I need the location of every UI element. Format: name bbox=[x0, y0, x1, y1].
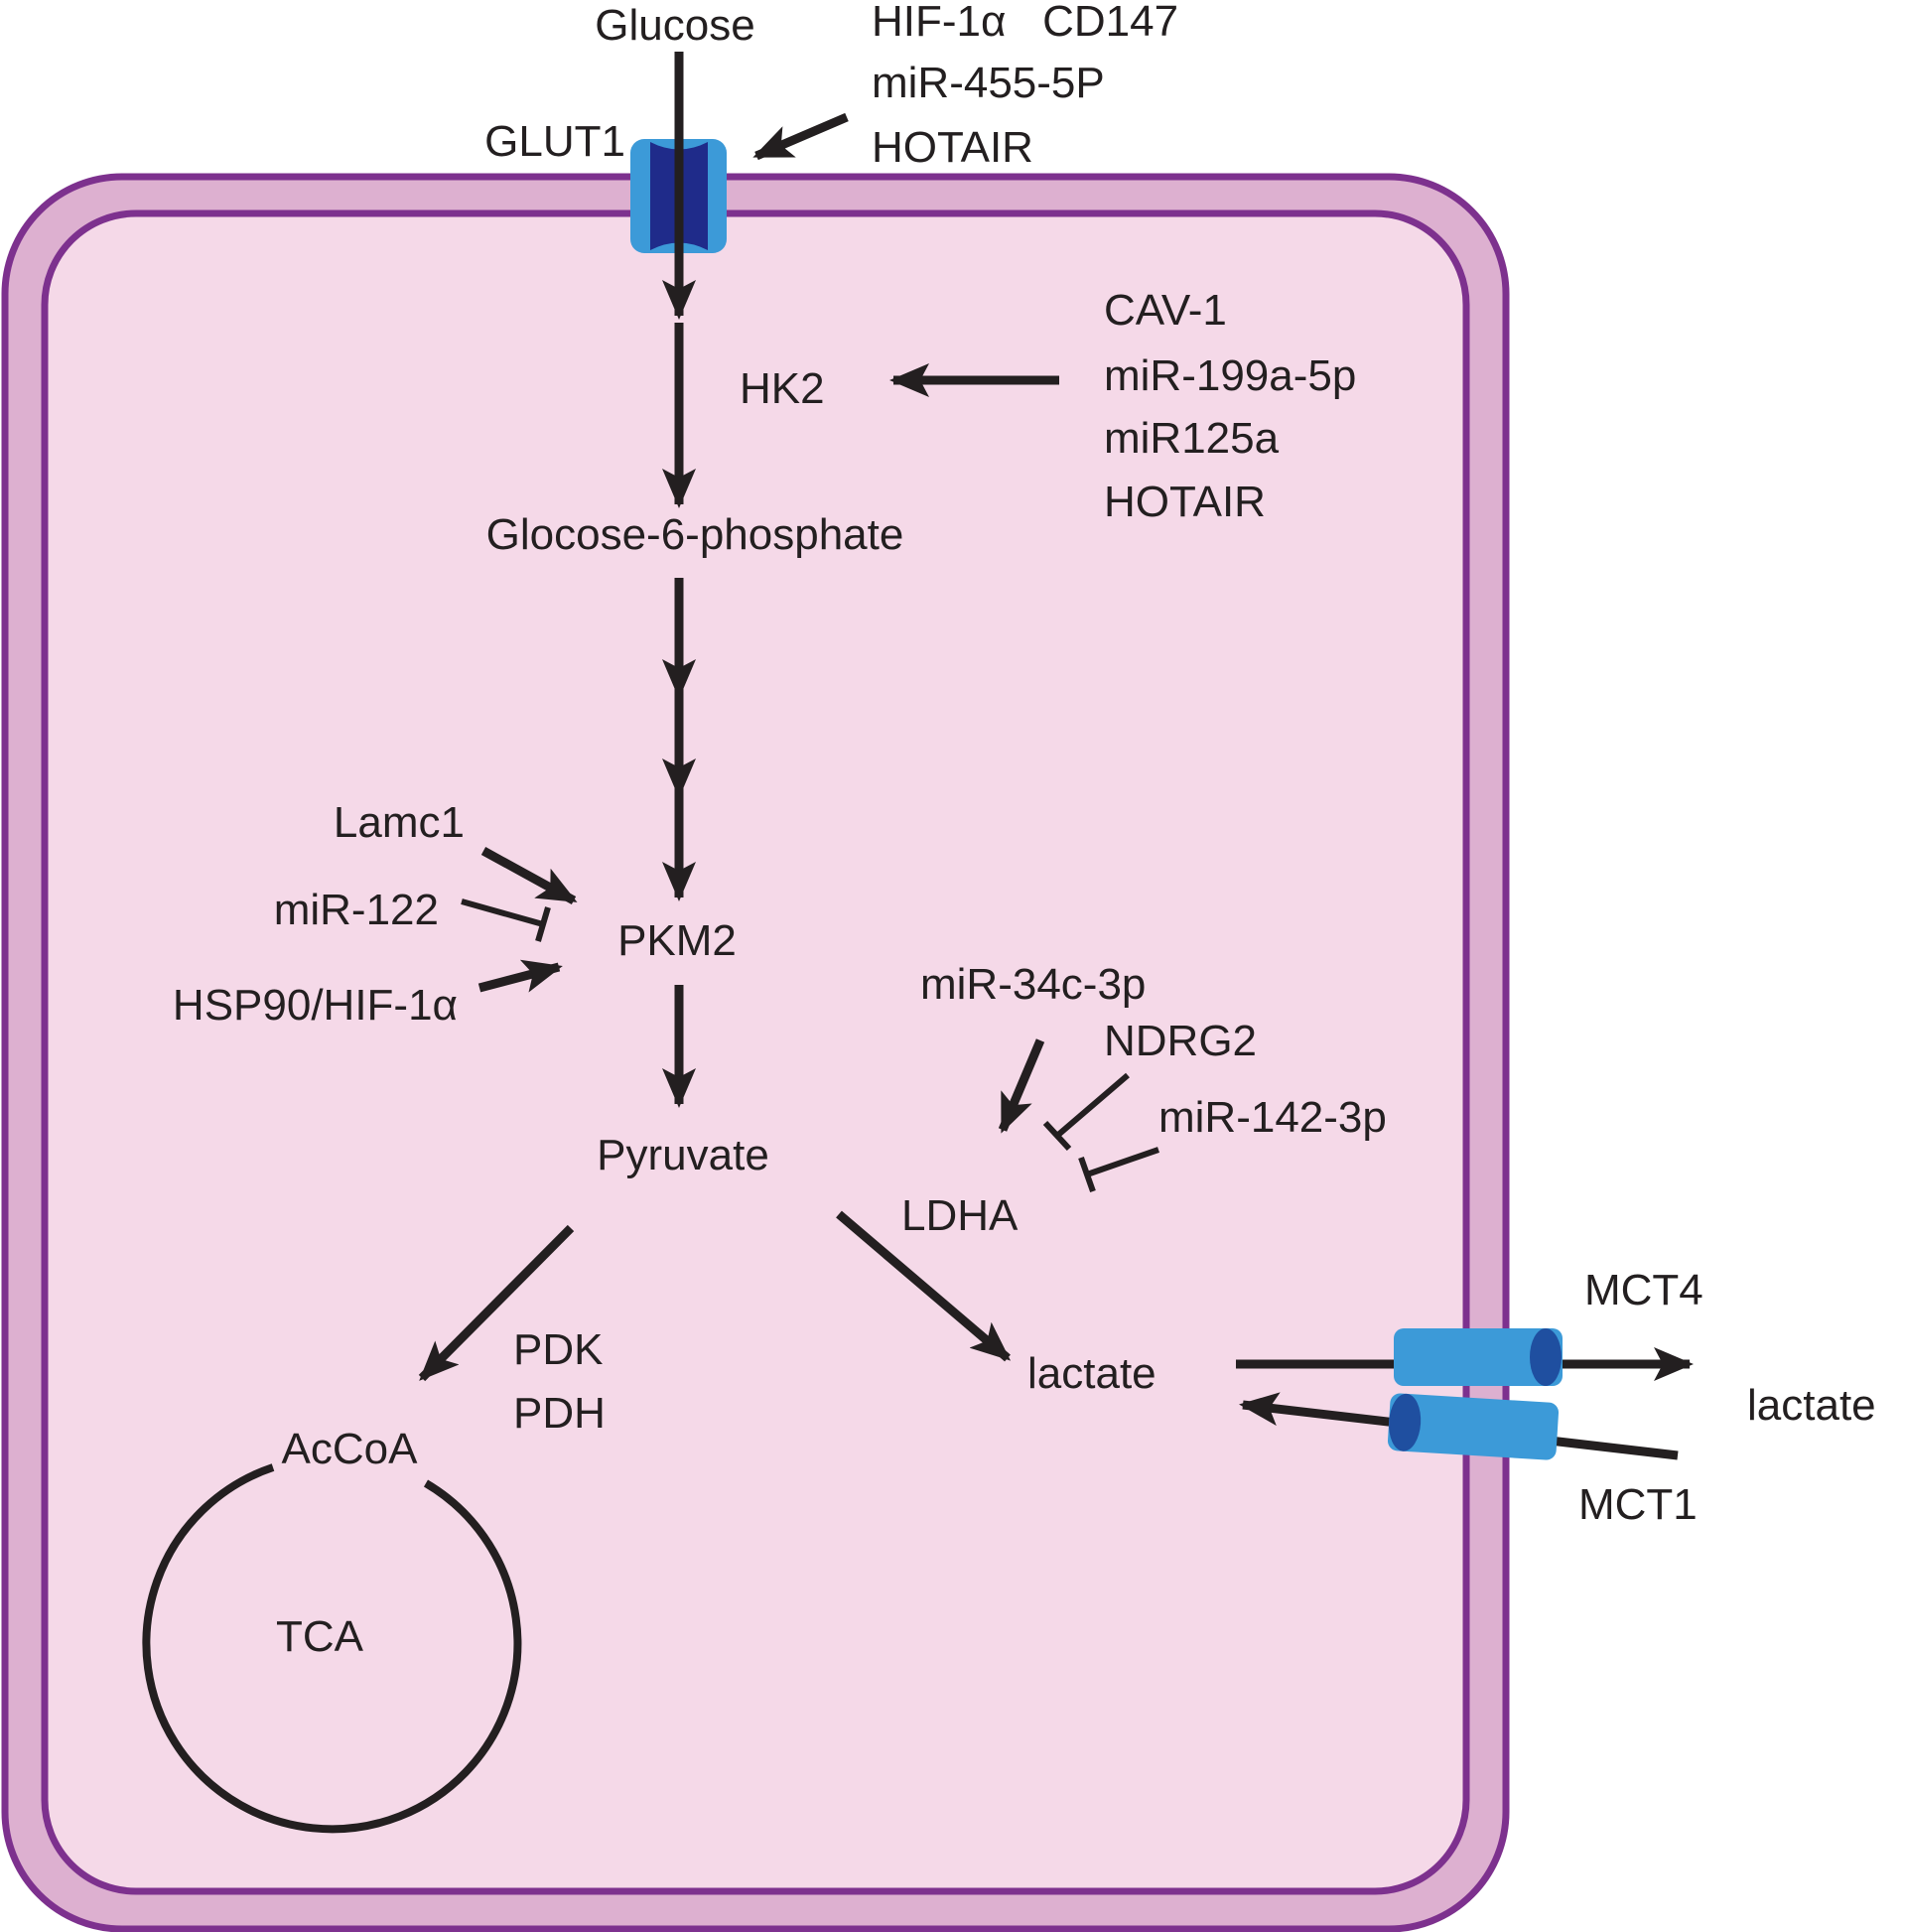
hk2-regulator-3: miR125a bbox=[1104, 414, 1280, 463]
pkm2-regulator-mir122: miR-122 bbox=[274, 886, 439, 934]
mir122-inhibits-pkm2 bbox=[461, 898, 551, 942]
hsp90-to-pkm2-arrow bbox=[477, 959, 563, 993]
pdh-label: PDH bbox=[513, 1389, 606, 1438]
glut1-label: GLUT1 bbox=[484, 117, 625, 166]
pkm2-regulator-hsp90: HSP90/HIF-1α bbox=[173, 981, 458, 1030]
ndrg2-inhibits-ldha bbox=[1042, 1072, 1130, 1152]
mct4-label: MCT4 bbox=[1584, 1266, 1703, 1314]
pkm2-label: PKM2 bbox=[617, 916, 737, 965]
ldha-regulator-mir34c: miR-34c-3p bbox=[920, 960, 1146, 1009]
glut1-regulation-arrow bbox=[752, 112, 849, 161]
ldha-regulator-ndrg2: NDRG2 bbox=[1104, 1017, 1257, 1065]
g6p-label: Glocose-6-phosphate bbox=[486, 510, 904, 559]
glut1-regulator-1: HIF-1α CD147 bbox=[872, 0, 1178, 46]
lamc1-to-pkm2-arrow bbox=[480, 847, 578, 904]
glut1-regulator-2: miR-455-5P bbox=[872, 59, 1105, 107]
pyruvate-label: Pyruvate bbox=[597, 1131, 769, 1179]
pyruvate-to-accoa-arrow bbox=[418, 1224, 575, 1382]
hk2-regulator-1: CAV-1 bbox=[1104, 286, 1227, 335]
hk2-regulator-2: miR-199a-5p bbox=[1104, 351, 1356, 400]
tca-label: TCA bbox=[276, 1612, 364, 1661]
pkm2-regulator-lamc1: Lamc1 bbox=[334, 798, 465, 847]
glucose-label: Glucose bbox=[595, 1, 754, 50]
cytoplasm bbox=[41, 209, 1470, 1895]
hk2-regulator-4: HOTAIR bbox=[1104, 478, 1266, 526]
mir34c-to-ldha-arrow bbox=[998, 1038, 1045, 1134]
accoa-label: AcCoA bbox=[282, 1425, 419, 1473]
lactate-extracellular-label: lactate bbox=[1747, 1381, 1876, 1430]
tca-cycle-circle bbox=[142, 1463, 522, 1834]
mir142-inhibits-ldha bbox=[1078, 1147, 1159, 1192]
pdk-label: PDK bbox=[513, 1325, 603, 1374]
mct1-transporter bbox=[1387, 1393, 1560, 1460]
mct1-label: MCT1 bbox=[1578, 1480, 1698, 1529]
glut1-regulator-3: HOTAIR bbox=[872, 123, 1033, 172]
ldha-regulator-mir142: miR-142-3p bbox=[1158, 1093, 1387, 1142]
ldha-label: LDHA bbox=[901, 1191, 1019, 1240]
mct4-transporter bbox=[1394, 1328, 1563, 1386]
hk2-label: HK2 bbox=[740, 364, 825, 413]
pyruvate-to-lactate-arrow bbox=[836, 1210, 1012, 1362]
lactate-intracellular-label: lactate bbox=[1027, 1349, 1157, 1398]
